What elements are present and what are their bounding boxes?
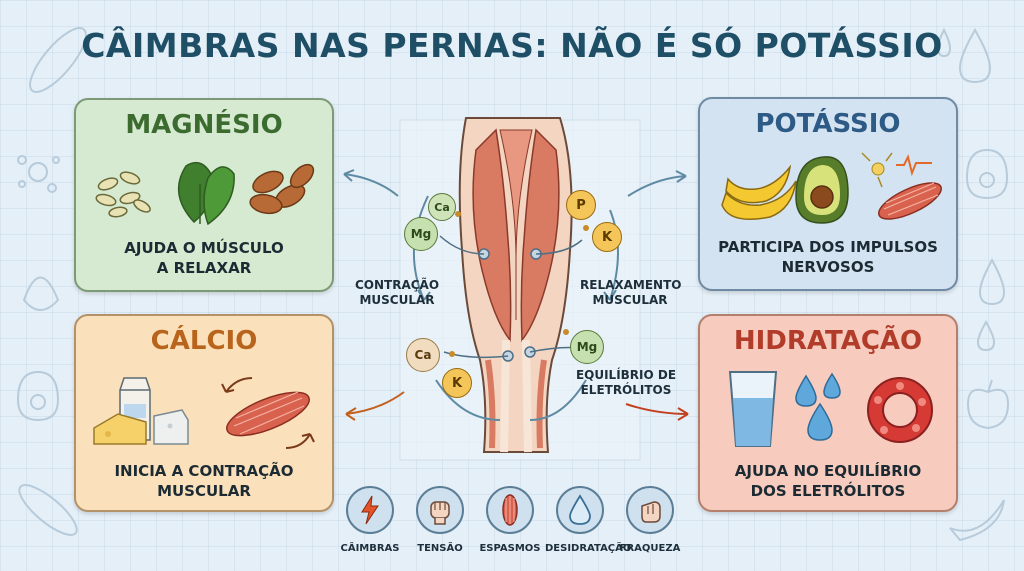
hidratacao-illustration	[728, 371, 933, 447]
ion-p: P	[566, 190, 596, 220]
calcio-panel: CÁLCIO INICIA A CONT	[74, 314, 334, 512]
ion-mg-top: Mg	[404, 217, 438, 251]
almonds-icon	[249, 163, 315, 215]
cell-cluster-icon	[17, 155, 60, 193]
ion-ca-label-2: Ca	[414, 348, 432, 362]
symptom-caimbras-label: CÂIMBRAS	[340, 543, 400, 554]
symptom-desidratacao: DESIDRATAÇÃO	[545, 486, 632, 554]
hidratacao-title: HIDRATAÇÃO	[733, 326, 923, 356]
ion-ca-top: Ca	[428, 193, 456, 221]
contracao-line-1: CONTRAÇÃO	[354, 278, 440, 292]
calcio-foods-illustration	[93, 377, 315, 449]
banana-outline-icon	[949, 499, 1005, 542]
ion-mg-label: Mg	[410, 227, 432, 241]
hidratacao-desc-line-1: AJUDA NO EQUILÍBRIO	[734, 462, 922, 480]
symptom-desidratacao-label: DESIDRATAÇÃO	[545, 543, 632, 554]
muscle-outline-icon	[18, 27, 87, 536]
potassio-panel: POTÁSSIO PARTICIPA DOS IMPULSOS NERVOSOS	[698, 97, 958, 291]
ion-k-label-2: K	[451, 375, 463, 391]
symptom-tensao-label: TENSÃO	[417, 543, 463, 554]
symptoms-row: CÂIMBRAS TENSÃO ESPASMOS DESIDRATAÇÃO FR…	[335, 486, 695, 566]
weak-fist-icon	[641, 501, 661, 523]
symptom-fraqueza-label: FRAQUEZA	[619, 543, 681, 554]
relaxamento-line-1: RELAXAMENTO	[580, 278, 682, 292]
magnesio-title: MAGNÉSIO	[125, 110, 283, 140]
ion-ca-bottom: Ca	[406, 338, 440, 372]
magnesio-desc-line-2: A RELAXAR	[156, 259, 252, 277]
symptom-caimbras: CÂIMBRAS	[335, 486, 405, 554]
blood-vessel-cells-icon	[867, 377, 933, 443]
calcio-desc-line-1: INICIA A CONTRAÇÃO	[114, 462, 294, 480]
calcio-description: INICIA A CONTRAÇÃO MUSCULAR	[76, 461, 332, 501]
relaxamento-muscular-label: RELAXAMENTO MUSCULAR	[580, 278, 682, 308]
calcio-desc-line-2: MUSCULAR	[157, 482, 251, 500]
water-drops-icon	[795, 372, 841, 441]
symptom-fraqueza: FRAQUEZA	[615, 486, 685, 554]
page-title: CÂIMBRAS NAS PERNAS: NÃO É SÓ POTÁSSIO	[81, 26, 943, 65]
symptom-tensao: TENSÃO	[405, 486, 475, 554]
avocado-icon	[795, 156, 849, 224]
symptom-espasmos: ESPASMOS	[475, 486, 545, 554]
pumpkin-seeds-icon	[95, 171, 151, 218]
hidratacao-desc-line-2: DOS ELETRÓLITOS	[750, 482, 906, 500]
connector-lines	[439, 235, 583, 359]
ion-k-top: K	[592, 222, 622, 252]
contracao-line-2: MUSCULAR	[359, 293, 435, 307]
equilibrio-eletrolitos-label: EQUILÍBRIO DE ELETRÓLITOS	[574, 368, 678, 398]
potassio-foods-illustration	[721, 152, 942, 224]
clenched-fist-icon	[430, 501, 450, 525]
water-drop-icon	[569, 494, 591, 525]
potassio-title: POTÁSSIO	[755, 109, 901, 139]
ion-ca-label: Ca	[434, 200, 450, 214]
hidratacao-description: AJUDA NO EQUILÍBRIO DOS ELETRÓLITOS	[700, 461, 956, 501]
ion-k-bottom: K	[442, 368, 472, 398]
potassio-desc-line-1: PARTICIPA DOS IMPULSOS	[718, 238, 938, 256]
hidratacao-panel: HIDRATAÇÃO AJUDA NO EQUILÍBRI	[698, 314, 958, 512]
avocado-outline-icon	[16, 148, 1009, 422]
equilibrio-line-1: EQUILÍBRIO DE	[575, 368, 677, 382]
water-drop-outline-icon	[936, 27, 1006, 352]
bananas-icon	[721, 164, 797, 220]
calcio-title: CÁLCIO	[150, 326, 258, 356]
ion-p-label: P	[576, 197, 586, 213]
magnesio-description: AJUDA O MÚSCULO A RELAXAR	[76, 238, 332, 278]
nerve-impulse-muscle-icon	[861, 152, 942, 220]
cycle-arrows	[412, 195, 619, 421]
panel-arrows	[343, 169, 689, 421]
relaxamento-line-2: MUSCULAR	[592, 293, 668, 307]
magnesio-desc-line-1: AJUDA O MÚSCULO	[124, 239, 284, 257]
lightning-icon	[361, 495, 379, 525]
potassio-description: PARTICIPA DOS IMPULSOS NERVOSOS	[700, 237, 956, 277]
contracting-muscle-icon	[221, 377, 315, 449]
magnesio-panel: MAGNÉSIO AJUDA O MÚS	[74, 98, 334, 292]
water-glass-icon	[728, 371, 778, 447]
ion-mg-label-2: Mg	[576, 340, 598, 354]
ion-k-label: K	[601, 229, 613, 245]
tiny-dots	[449, 211, 589, 357]
ion-mg-bottom: Mg	[570, 330, 604, 364]
cheese-icon	[93, 409, 189, 445]
magnesio-foods-illustration	[95, 161, 315, 226]
spinach-leaf-icon	[177, 161, 235, 226]
apple-outline-icon	[966, 379, 1010, 430]
muscle-spasm-icon	[502, 494, 518, 526]
potassio-desc-line-2: NERVOSOS	[781, 258, 875, 276]
symptom-espasmos-label: ESPASMOS	[479, 543, 541, 554]
leaf-outline-icon	[22, 276, 60, 311]
contracao-muscular-label: CONTRAÇÃO MUSCULAR	[352, 278, 442, 308]
equilibrio-line-2: ELETRÓLITOS	[580, 383, 672, 397]
